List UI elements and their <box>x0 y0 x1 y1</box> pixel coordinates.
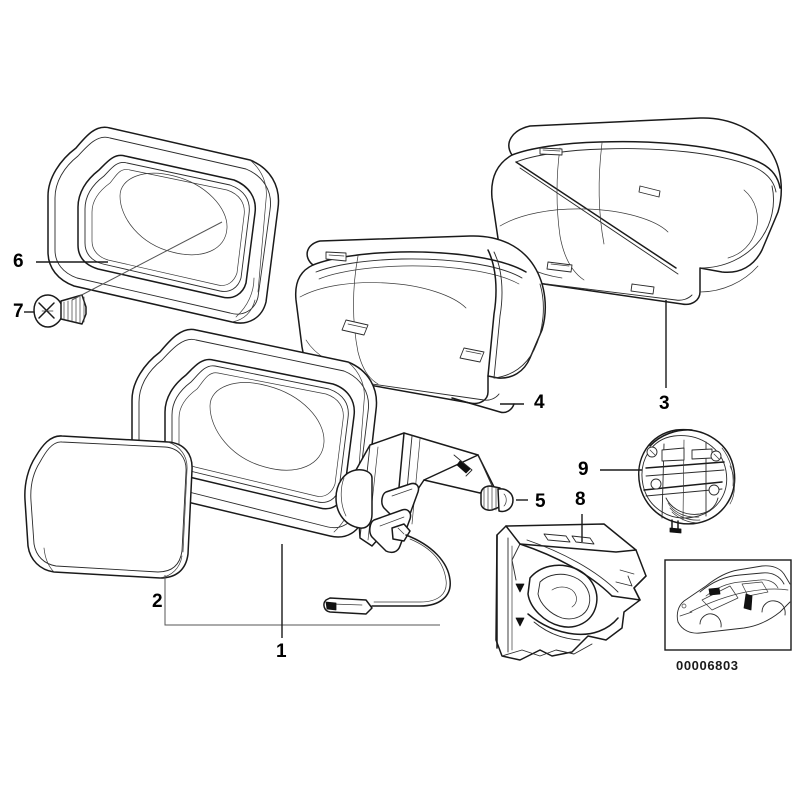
part-oval-head-screw[interactable] <box>33 294 87 328</box>
leader-7 <box>24 221 223 313</box>
part-mirror-frame-lower[interactable] <box>131 328 378 538</box>
part-mirror-base-bracket[interactable] <box>495 523 647 661</box>
callout-3: 3 <box>659 393 670 414</box>
callout-2: 2 <box>152 591 163 612</box>
callout-8: 8 <box>575 489 586 510</box>
part-mirror-carrier-plate[interactable] <box>335 432 495 554</box>
callout-5: 5 <box>535 491 546 512</box>
part-mirror-glass[interactable] <box>24 435 193 579</box>
callout-6: 6 <box>13 251 24 272</box>
diagram-id-label: 00006803 <box>676 658 739 673</box>
part-mirror-cover-lower[interactable] <box>294 235 547 414</box>
vehicle-location-inset <box>664 559 792 651</box>
part-fillister-head-screw[interactable] <box>480 485 514 513</box>
callout-4: 4 <box>534 392 545 413</box>
leader-1 <box>164 544 440 638</box>
callout-7: 7 <box>13 301 24 322</box>
part-mirror-frame-gasket[interactable] <box>47 126 280 324</box>
callout-1: 1 <box>276 641 287 662</box>
part-wiring-harness-connector[interactable] <box>323 523 451 615</box>
part-mirror-drive-motor[interactable] <box>638 428 736 534</box>
callout-9: 9 <box>578 459 589 480</box>
